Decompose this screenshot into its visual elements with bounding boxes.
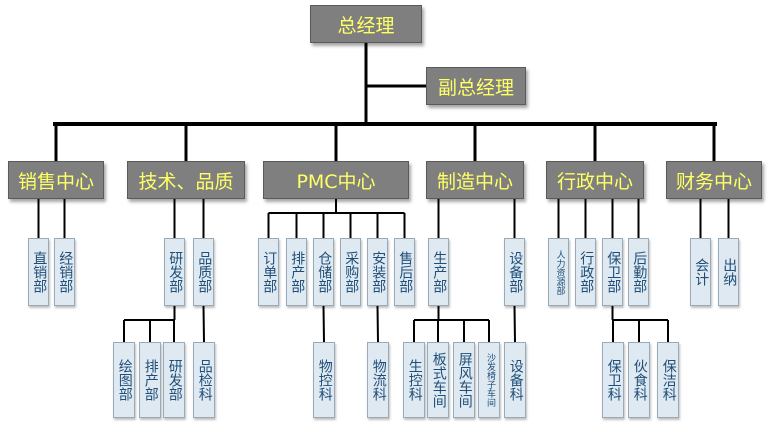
- sub-box-1-0-0: 绘图部: [113, 342, 135, 418]
- dept-box-2-5: 售后部: [394, 238, 415, 306]
- dept-box-2-3: 采购部: [340, 238, 361, 306]
- center-box-1: 技术、品质: [127, 161, 245, 199]
- sub-drop-line-1-1: [202, 305, 205, 343]
- sub-drop-line-3-1: [513, 305, 516, 343]
- dept-box-0-0: 直销部: [28, 238, 49, 306]
- center-box-4: 行政中心: [546, 161, 644, 199]
- sub-box-4-2-2: 保洁科: [657, 342, 679, 418]
- dept-box-2-1: 排产部: [286, 238, 307, 306]
- dept-box-2-0: 订单部: [258, 238, 279, 306]
- dept-box-1-0: 研发部: [164, 238, 185, 306]
- sub-box-3-0-0: 生控科: [403, 342, 425, 418]
- dept-box-4-0: 人力资源部: [548, 238, 569, 306]
- ceo-box: 总经理: [310, 5, 422, 43]
- dept-box-2-4: 安装部: [367, 238, 388, 306]
- dept-box-4-2: 保卫部: [602, 238, 623, 306]
- sub-box-4-2-0: 保卫科: [602, 342, 624, 418]
- sub-box-1-1-0: 品检科: [193, 342, 215, 418]
- dept-box-2-2: 仓储部: [313, 238, 334, 306]
- center-box-5: 财务中心: [666, 161, 762, 199]
- sub-box-2-4-0: 物流科: [367, 342, 389, 418]
- sub-box-1-0-1: 排产部: [139, 342, 161, 418]
- sub-box-3-0-1: 板式车间: [427, 342, 449, 418]
- sub-box-2-2-0: 物控科: [313, 342, 335, 418]
- deputy-box: 副总经理: [426, 67, 526, 105]
- dept-box-0-1: 经销部: [54, 238, 75, 306]
- center-box-0: 销售中心: [8, 161, 104, 199]
- sub-box-4-2-1: 伙食科: [628, 342, 650, 418]
- sub-box-1-0-2: 研发部: [163, 342, 185, 418]
- dept-box-3-1: 设备部: [504, 238, 525, 306]
- dept-box-4-1: 行政部: [575, 238, 596, 306]
- sub-drop-line-2-2: [322, 305, 325, 343]
- sub-drop-line-2-4: [376, 305, 379, 343]
- center-box-3: 制造中心: [426, 161, 524, 199]
- dept-box-5-0: 会计: [690, 238, 711, 306]
- dept-box-5-1: 出纳: [718, 238, 739, 306]
- dept-box-4-3: 后勤部: [628, 238, 649, 306]
- sub-box-3-0-2: 屏风车间: [453, 342, 475, 418]
- sub-box-3-0-3: 沙发椅子车间: [478, 342, 500, 418]
- sub-box-3-1-0: 设备科: [504, 342, 526, 418]
- center-box-2: PMC中心: [263, 161, 409, 199]
- dept-box-3-0: 生产部: [428, 238, 449, 306]
- dept-box-1-1: 品质部: [193, 238, 214, 306]
